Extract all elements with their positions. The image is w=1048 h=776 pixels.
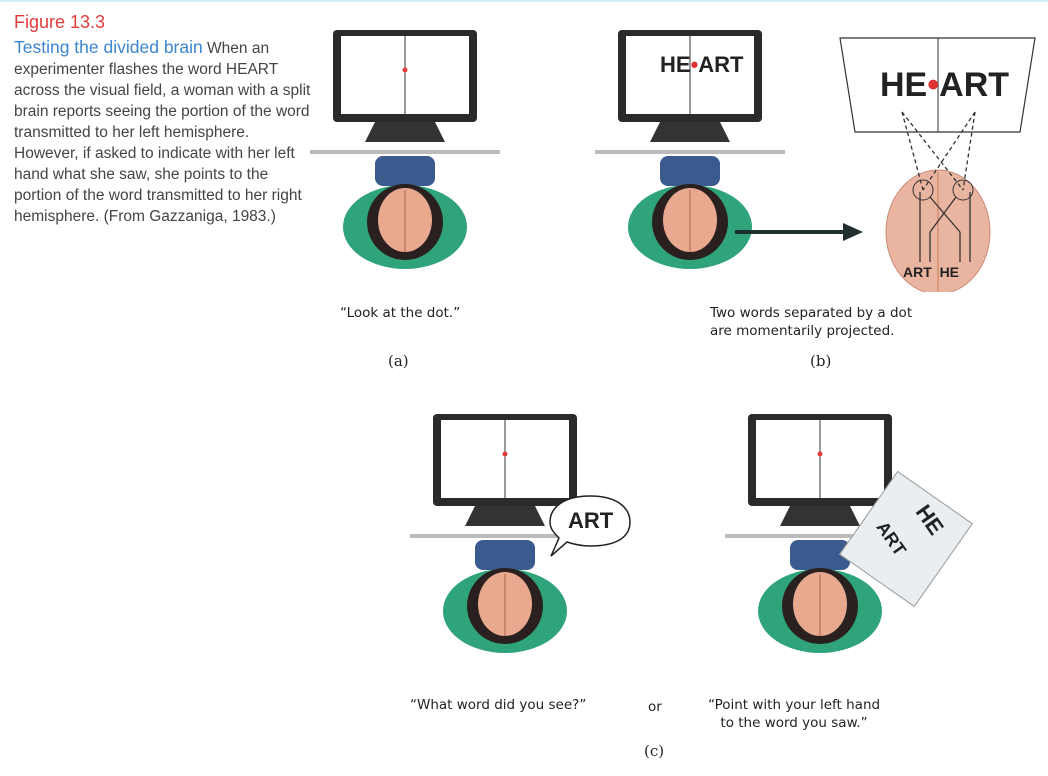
scene-left-hand-point (720, 406, 920, 686)
description-line-1: Two words separated by a dot (710, 305, 913, 321)
monitor (433, 414, 577, 526)
big-word-left: HE (880, 66, 928, 104)
person-top-view (628, 156, 752, 269)
description-projected: Two words separated by a dot are momenta… (710, 304, 912, 340)
person-top-view (758, 540, 882, 653)
screen-word-right: ART (698, 52, 744, 77)
monitor (618, 30, 762, 142)
brain-words: ART HE (903, 264, 959, 280)
panel-label-a: (a) (388, 352, 409, 370)
quote-point-left-hand: “Point with your left hand to the word y… (708, 696, 880, 732)
or-text: or (648, 699, 662, 715)
monitor (748, 414, 892, 526)
speech-bubble-text: ART (568, 508, 614, 533)
scene-verbal-report (405, 406, 605, 686)
projection-diagram (839, 37, 1036, 292)
brain-word-left: ART (903, 264, 932, 280)
small-screen-word: HE•ART (660, 52, 744, 77)
quote-look-at-dot: “Look at the dot.” (340, 305, 461, 321)
arrow-icon (735, 223, 863, 241)
speech-bubble (549, 495, 631, 557)
figure-caption: Figure 13.3 Testing the divided brain Wh… (14, 12, 314, 227)
figure-number: Figure 13.3 (14, 12, 106, 32)
caption-body: When an experimenter flashes the word HE… (14, 40, 311, 225)
scene-words-projected (590, 22, 790, 302)
card-word-art: ART (872, 517, 911, 560)
panel-label-c: (c) (644, 742, 665, 760)
big-screen-word: HE•ART (880, 66, 1010, 104)
monitor (333, 30, 477, 142)
screen-word-left: HE (660, 52, 691, 77)
quote-line-1: “Point with your left hand (708, 697, 881, 713)
quote-line-2: to the word you saw.” (720, 715, 868, 731)
panel-label-b: (b) (810, 352, 832, 370)
description-line-2: are momentarily projected. (710, 323, 895, 339)
brain-word-right: HE (939, 264, 960, 280)
quote-what-word: “What word did you see?” (410, 697, 587, 713)
person-top-view (343, 156, 467, 269)
big-word-right: ART (939, 66, 1010, 104)
person-top-view (443, 540, 567, 653)
card-word-he: HE (910, 500, 949, 540)
figure-title: Testing the divided brain (14, 37, 203, 57)
scene-look-at-dot (305, 22, 505, 302)
